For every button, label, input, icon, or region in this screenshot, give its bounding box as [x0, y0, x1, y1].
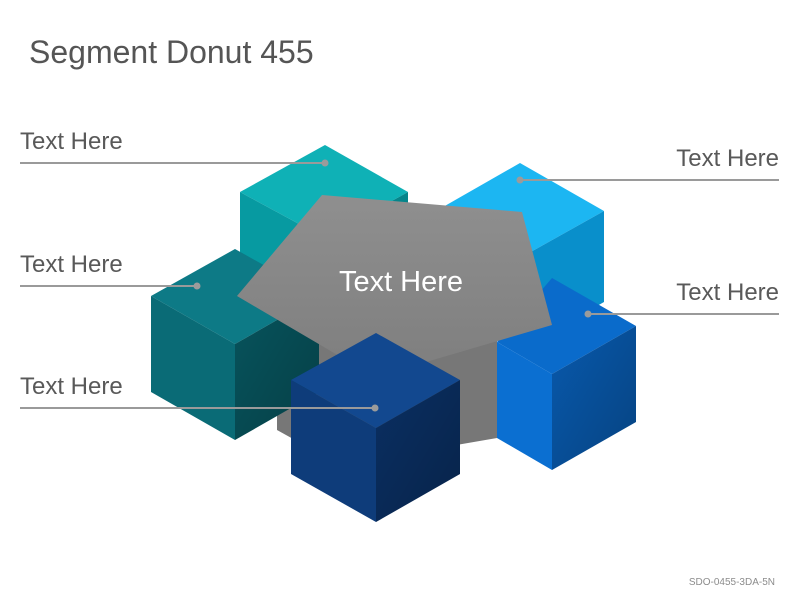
footer-code: SDO-0455-3DA-5N: [688, 577, 775, 588]
label-middle-left: Text Here: [20, 251, 123, 278]
leader-lines: [20, 162, 779, 409]
label-top-left: Text Here: [20, 128, 123, 155]
cube-dark-teal: [151, 249, 319, 440]
label-top-right: Text Here: [676, 145, 779, 172]
center-label: Text Here: [339, 266, 463, 298]
leader-dot-top-right: [516, 176, 524, 184]
leader-dot-top-left: [321, 159, 329, 167]
slide-title: Segment Donut 455: [29, 34, 314, 70]
label-middle-right: Text Here: [676, 279, 779, 306]
leader-dot-bottom-left: [371, 404, 379, 412]
leader-dots: [193, 159, 592, 412]
leader-dot-middle-left: [193, 282, 201, 290]
leader-dot-middle-right: [584, 310, 592, 318]
cube-navy-top: [291, 333, 460, 428]
cube-blue-left: [497, 342, 552, 470]
cube-blue: [497, 278, 636, 470]
center-pentagon: [237, 195, 552, 377]
cube-navy: [291, 333, 460, 522]
cube-navy-left: [291, 380, 376, 522]
cube-dark-teal-left: [151, 296, 235, 440]
label-bottom-left: Text Here: [20, 373, 123, 400]
